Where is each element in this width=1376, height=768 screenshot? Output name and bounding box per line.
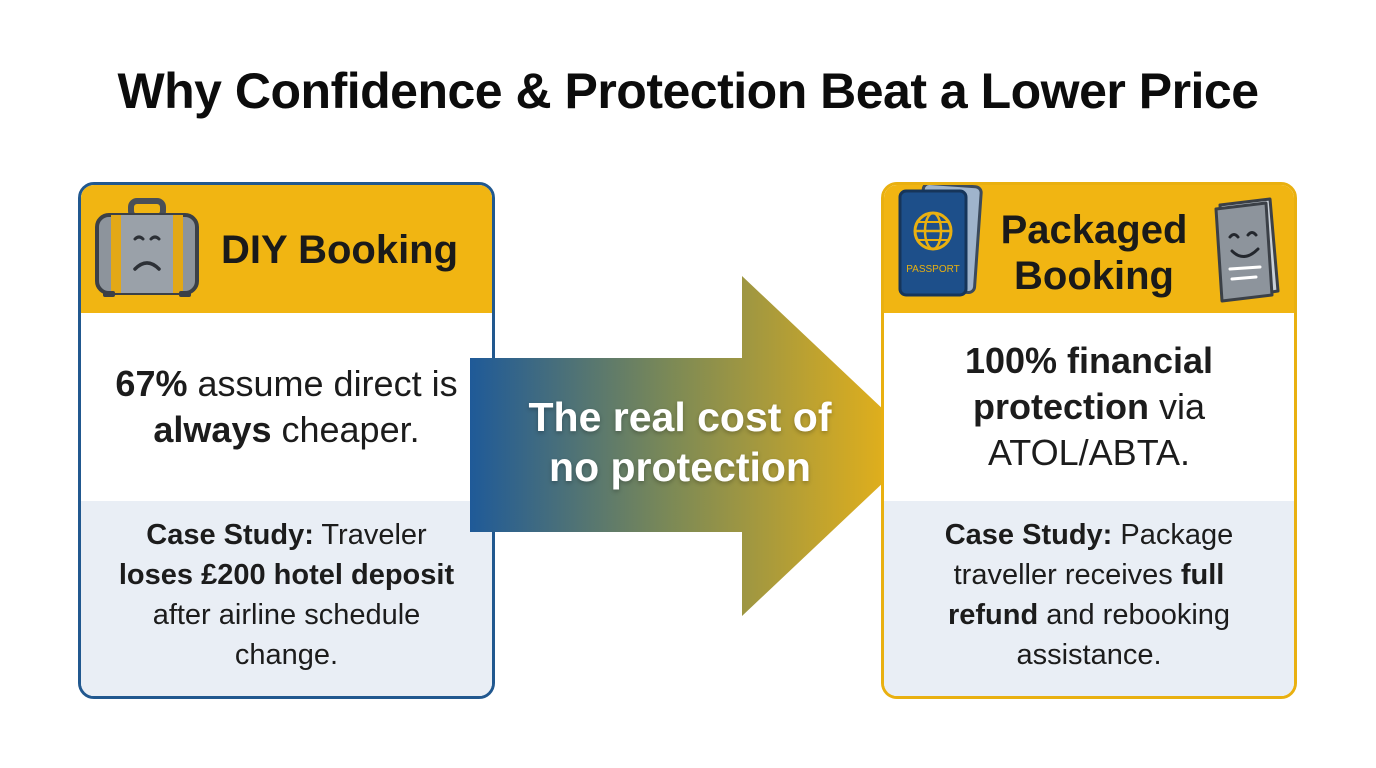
- diy-booking-title: DIY Booking: [221, 228, 459, 272]
- diy-booking-header: DIY Booking: [81, 185, 492, 313]
- sad-suitcase-icon: [95, 198, 199, 297]
- arrow-label: The real cost of no protection: [528, 394, 832, 490]
- diy-booking-card: DIY Booking 67% assume direct is always …: [78, 182, 495, 699]
- packaged-booking-case-study: Case Study: Package traveller receives f…: [884, 501, 1294, 696]
- diy-booking-case-study: Case Study: Traveler loses £200 hotel de…: [81, 501, 492, 696]
- packaged-booking-card: PASSPORT Packaged Booking 100% financial…: [881, 182, 1297, 699]
- packaged-booking-stat: 100% financial protection via ATOL/ABTA.: [964, 340, 1214, 473]
- packaged-booking-header: PASSPORT Packaged Booking: [884, 185, 1294, 313]
- happy-document-icon: [1214, 197, 1280, 303]
- passport-icon: PASSPORT: [898, 185, 983, 297]
- passport-label: PASSPORT: [906, 264, 960, 275]
- page-title: Why Confidence & Protection Beat a Lower…: [117, 63, 1259, 119]
- packaged-booking-title: Packaged Booking: [1000, 208, 1188, 298]
- transition-arrow: [470, 276, 922, 616]
- diy-booking-stat: 67% assume direct is always cheaper.: [115, 363, 458, 450]
